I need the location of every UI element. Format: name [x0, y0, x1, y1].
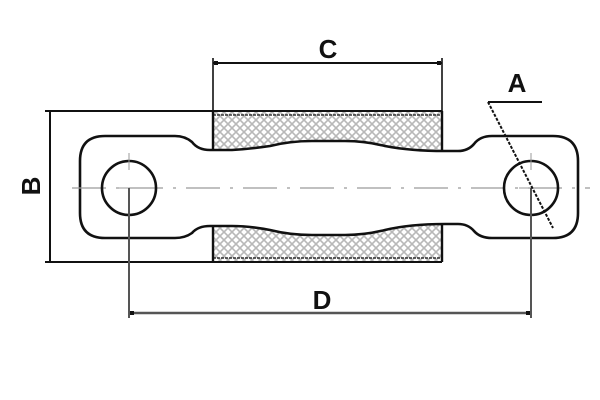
dimension-label-c: C — [319, 34, 338, 64]
rubber-block-top — [211, 110, 444, 151]
dimension-d: D — [128, 188, 532, 318]
dimension-label-d: D — [313, 285, 332, 315]
rubber-block-bottom — [211, 225, 444, 263]
dimension-b: B — [16, 110, 213, 263]
dimension-a: A — [487, 68, 554, 229]
dimension-c: C — [212, 34, 443, 111]
dimension-label-a: A — [508, 68, 527, 98]
link-body-outline — [78, 134, 580, 240]
dimension-label-b: B — [16, 177, 46, 196]
